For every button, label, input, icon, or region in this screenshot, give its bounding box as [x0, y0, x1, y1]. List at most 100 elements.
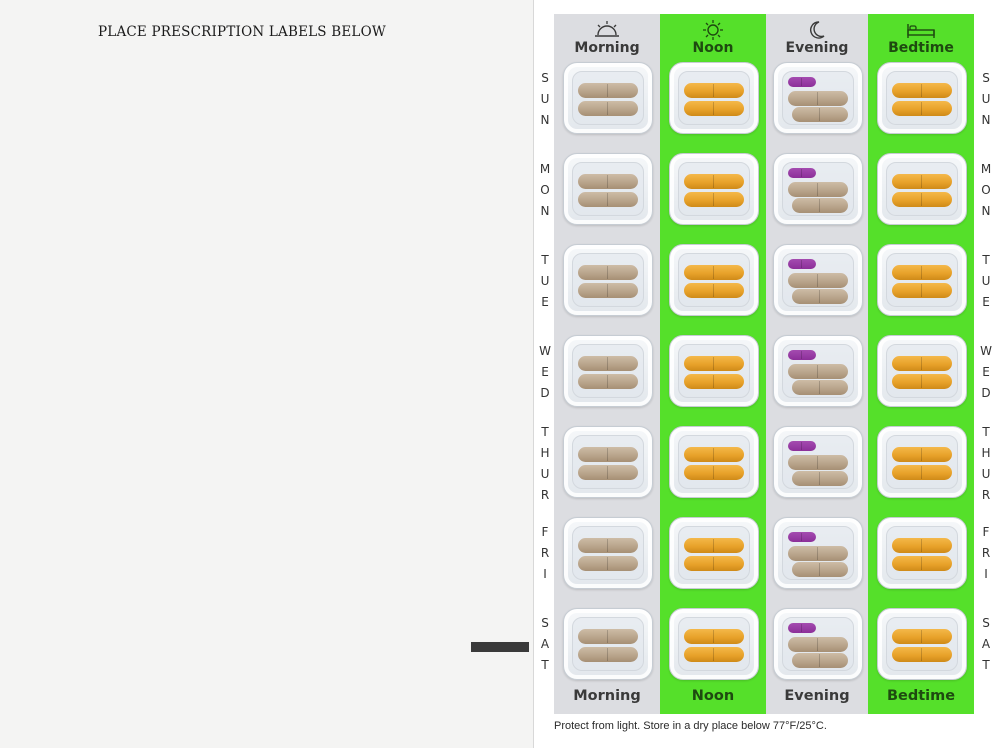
pill-compartment[interactable] [669, 153, 759, 225]
pill-compartment[interactable] [773, 153, 863, 225]
pill-compartment[interactable] [877, 153, 967, 225]
orange-capsule [892, 447, 952, 462]
storage-note: Protect from light. Store in a dry place… [554, 720, 827, 732]
pill-compartment[interactable] [877, 335, 967, 407]
tan-capsule [578, 174, 638, 189]
tan-capsule [578, 447, 638, 462]
tan-capsule [578, 356, 638, 371]
pill-compartment[interactable] [773, 62, 863, 134]
pill-compartment[interactable] [669, 608, 759, 680]
tan-capsule [788, 182, 848, 197]
purple-capsule [788, 350, 816, 360]
column-header-bedtime: Bedtime [868, 20, 974, 56]
orange-capsule [684, 629, 744, 644]
purple-capsule [788, 623, 816, 633]
pill-compartment[interactable] [877, 244, 967, 316]
pill-compartment[interactable] [563, 335, 653, 407]
tan-capsule [578, 265, 638, 280]
column-label-bedtime: Bedtime [888, 40, 954, 56]
column-footer-bedtime: Bedtime [886, 688, 956, 704]
orange-capsule [892, 356, 952, 371]
tan-capsule [792, 562, 848, 577]
orange-capsule [892, 265, 952, 280]
bed-icon [907, 24, 935, 38]
orange-capsule [684, 192, 744, 207]
tan-capsule [788, 91, 848, 106]
tan-capsule [792, 471, 848, 486]
orange-capsule [892, 192, 952, 207]
column-label-morning: Morning [574, 40, 640, 56]
orange-capsule [684, 101, 744, 116]
tan-capsule [792, 380, 848, 395]
sunrise-icon [595, 21, 619, 37]
column-header-noon: Noon [660, 20, 766, 56]
purple-capsule [788, 168, 816, 178]
prescription-label-heading: PLACE PRESCRIPTION LABELS BELOW [98, 24, 386, 40]
orange-capsule [892, 556, 952, 571]
tan-capsule [792, 198, 848, 213]
column-footer-evening: Evening [784, 688, 850, 704]
purple-capsule [788, 77, 816, 87]
tan-capsule [578, 283, 638, 298]
orange-capsule [892, 538, 952, 553]
pill-compartment[interactable] [877, 62, 967, 134]
tan-capsule [578, 192, 638, 207]
pill-compartment[interactable] [669, 517, 759, 589]
orange-capsule [684, 538, 744, 553]
tan-capsule [788, 637, 848, 652]
pill-compartment[interactable] [563, 62, 653, 134]
pill-compartment[interactable] [563, 608, 653, 680]
sun-icon [703, 20, 723, 40]
orange-capsule [892, 174, 952, 189]
pill-compartment[interactable] [563, 153, 653, 225]
orange-capsule [892, 374, 952, 389]
orange-capsule [892, 283, 952, 298]
column-label-noon: Noon [692, 40, 734, 56]
pill-compartment[interactable] [877, 608, 967, 680]
pill-compartment[interactable] [669, 426, 759, 498]
pill-compartment[interactable] [563, 426, 653, 498]
pill-compartment[interactable] [563, 517, 653, 589]
purple-capsule [788, 259, 816, 269]
pill-compartment[interactable] [669, 244, 759, 316]
pill-compartment[interactable] [773, 608, 863, 680]
orange-capsule [892, 83, 952, 98]
moon-icon [810, 21, 825, 39]
tan-capsule [792, 289, 848, 304]
orange-capsule [892, 629, 952, 644]
pill-compartment[interactable] [773, 244, 863, 316]
tan-capsule [792, 107, 848, 122]
pill-compartment[interactable] [563, 244, 653, 316]
orange-capsule [684, 174, 744, 189]
pill-compartment[interactable] [877, 426, 967, 498]
pill-compartment[interactable] [877, 517, 967, 589]
purple-capsule [788, 532, 816, 542]
pill-compartment[interactable] [773, 517, 863, 589]
tan-capsule [578, 538, 638, 553]
pill-compartment[interactable] [669, 335, 759, 407]
orange-capsule [684, 283, 744, 298]
pill-compartment[interactable] [773, 335, 863, 407]
orange-capsule [684, 356, 744, 371]
pill-compartment[interactable] [773, 426, 863, 498]
orange-capsule [892, 647, 952, 662]
tan-capsule [788, 273, 848, 288]
orange-capsule [684, 265, 744, 280]
pill-compartment[interactable] [669, 62, 759, 134]
tan-capsule [578, 647, 638, 662]
tan-capsule [578, 83, 638, 98]
tan-capsule [578, 629, 638, 644]
purple-capsule [788, 441, 816, 451]
tan-capsule [578, 101, 638, 116]
column-header-morning: Morning [554, 20, 660, 56]
column-footer-morning: Morning [573, 688, 641, 704]
orange-capsule [684, 465, 744, 480]
